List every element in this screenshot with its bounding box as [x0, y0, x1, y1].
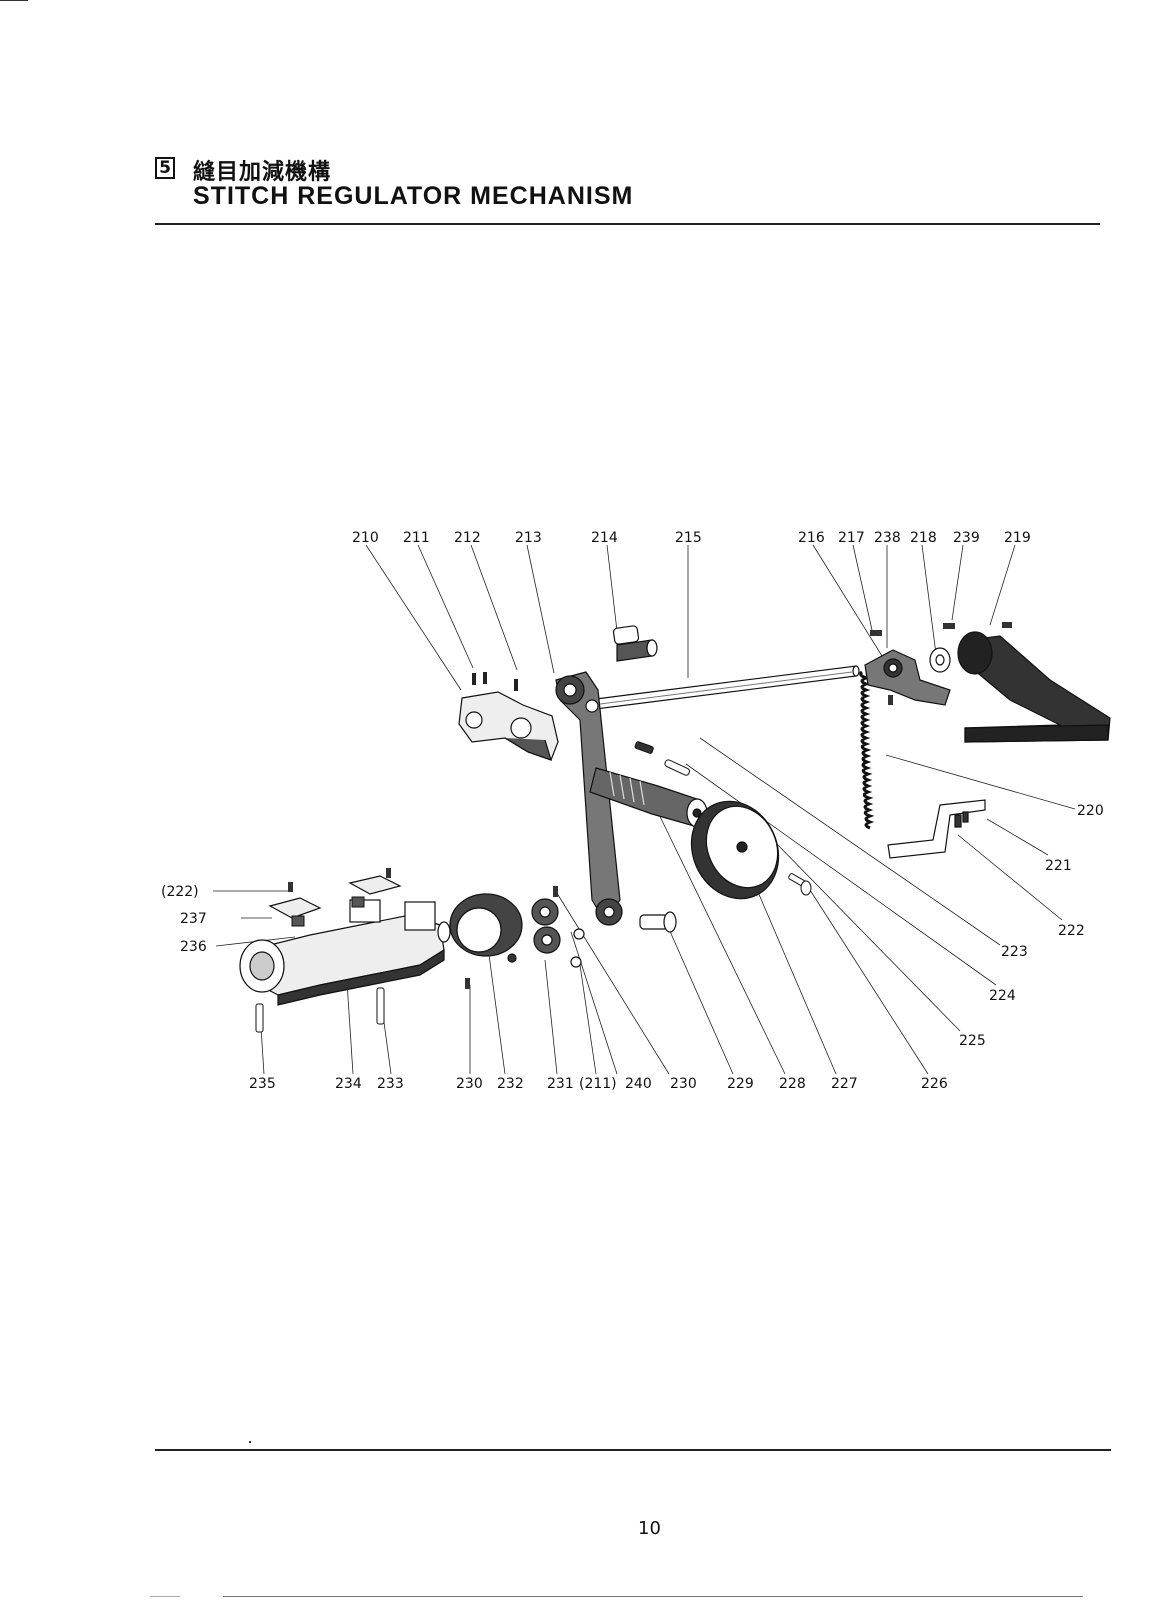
- screw-222-ref: [288, 868, 391, 892]
- leader-lines: [213, 544, 1076, 1075]
- label-210: 210: [352, 530, 379, 546]
- part-link-213: [555, 671, 623, 926]
- label-238: 238: [874, 530, 901, 546]
- part-eccentric-231: [531, 898, 585, 968]
- label-222-ref: (222): [161, 884, 199, 900]
- label-212: 212: [454, 530, 481, 546]
- label-236: 236: [180, 939, 207, 955]
- part-spring-223: [634, 741, 654, 754]
- label-222: 222: [1058, 923, 1085, 939]
- screws-217-239: [870, 622, 1012, 705]
- set-screw-230: [465, 886, 558, 989]
- label-237: 237: [180, 911, 207, 927]
- part-block-236: [291, 896, 365, 927]
- footer-rule: [155, 1449, 1111, 1451]
- label-231: 231: [547, 1076, 574, 1092]
- part-washer-218: [929, 647, 951, 673]
- label-232: 232: [497, 1076, 524, 1092]
- label-214: 214: [591, 530, 618, 546]
- label-226: 226: [921, 1076, 948, 1092]
- set-screws-211: [472, 672, 518, 691]
- label-233: 233: [377, 1076, 404, 1092]
- bottom-edge-line: [223, 1596, 1083, 1597]
- part-screw-226: [788, 873, 812, 896]
- label-228: 228: [779, 1076, 806, 1092]
- top-edge-line: [0, 0, 28, 1]
- part-stud-229: [639, 911, 677, 933]
- label-213: 213: [515, 530, 542, 546]
- label-219: 219: [1004, 530, 1031, 546]
- label-217: 217: [838, 530, 865, 546]
- label-215: 215: [675, 530, 702, 546]
- part-shaft-215: [587, 665, 860, 711]
- part-ring-232: [449, 893, 523, 963]
- label-218: 218: [910, 530, 937, 546]
- label-223: 223: [1001, 944, 1028, 960]
- label-224: 224: [989, 988, 1016, 1004]
- bottom-edge-dash: [150, 1596, 180, 1597]
- part-spring-220: [859, 670, 875, 830]
- speck: [249, 1441, 251, 1443]
- part-arm-216: [864, 649, 951, 706]
- label-230-right: 230: [670, 1076, 697, 1092]
- part-housing-234: [239, 899, 451, 1006]
- label-230-left: 230: [456, 1076, 483, 1092]
- section-title-english: STITCH REGULATOR MECHANISM: [193, 182, 634, 210]
- part-pin-233: [376, 987, 385, 1025]
- part-dial-227: [690, 800, 780, 900]
- part-pin-224: [664, 759, 690, 776]
- label-234: 234: [335, 1076, 362, 1092]
- label-229: 229: [727, 1076, 754, 1092]
- part-bracket-210: [458, 691, 559, 761]
- label-216: 216: [798, 530, 825, 546]
- label-211-ref: (211): [579, 1076, 617, 1092]
- label-239: 239: [953, 530, 980, 546]
- label-211: 211: [403, 530, 430, 546]
- part-bracket-221: [887, 799, 986, 859]
- page-number: 10: [638, 1518, 661, 1539]
- label-220: 220: [1077, 803, 1104, 819]
- part-labels: 210 211 212 213 214 215 216 217 238 218 …: [161, 530, 1104, 1092]
- part-plate-237: [268, 875, 402, 919]
- label-221: 221: [1045, 858, 1072, 874]
- label-240: 240: [625, 1076, 652, 1092]
- part-pedal-219: [957, 631, 1111, 743]
- label-225: 225: [959, 1033, 986, 1049]
- section-title-japanese: 縫目加減機構: [193, 160, 332, 185]
- section-number-box: 5: [155, 157, 175, 179]
- part-collar-214: [612, 625, 658, 662]
- label-227: 227: [831, 1076, 858, 1092]
- header-rule: [155, 223, 1100, 225]
- part-pin-235: [255, 1003, 264, 1033]
- label-235: 235: [249, 1076, 276, 1092]
